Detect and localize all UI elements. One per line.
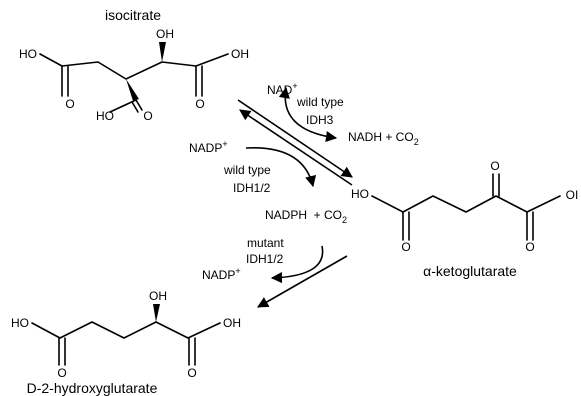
idh12-enzyme-line1: wild type xyxy=(223,163,271,177)
isocitrate-carboxyl-o-bond xyxy=(135,99,143,111)
reverse-reaction-arrow xyxy=(239,109,353,186)
nadp-plus-label: NADP+ xyxy=(189,139,228,155)
idh3-enzyme-line1: wild type xyxy=(296,95,344,109)
mutant-enzyme-line2: IDH1/2 xyxy=(246,252,284,266)
idh3-cofactor-arrow xyxy=(278,86,338,143)
d2hg-ho-left: HO xyxy=(11,316,29,330)
akg-o-keto: O xyxy=(490,159,499,173)
akg-backbone-bond xyxy=(371,195,561,213)
mutant-enzyme-line1: mutant xyxy=(247,236,284,250)
isocitrate-oh-right: OH xyxy=(231,47,249,61)
isocitrate-ho-left: HO xyxy=(19,47,37,61)
akg-o-left: O xyxy=(401,240,410,254)
nadh-co2-label: NADH + CO2 xyxy=(348,130,419,147)
mutant-reaction-arrow xyxy=(257,255,348,308)
alpha-ketoglutarate-label: α-ketoglutarate xyxy=(423,263,517,279)
alpha-ketoglutarate-molecule: HO O O OI O α-ketoglutarate xyxy=(351,159,578,279)
d2hg-label: D-2-hydroxyglutarate xyxy=(27,380,158,396)
idh12-labels: NADP+ wild type IDH1/2 NADPH + CO2 xyxy=(189,139,347,225)
isocitrate-wedge-bond-top xyxy=(159,42,166,62)
d2hg-backbone-bond xyxy=(31,321,221,339)
akg-ho-left: HO xyxy=(351,187,369,201)
d2hg-molecule: OH HO OH O O D-2-hydroxyglutarate xyxy=(11,289,241,396)
isocitrate-o-right: O xyxy=(195,97,204,111)
d2hg-o-right: O xyxy=(187,366,196,380)
akg-oh-right: OI xyxy=(566,188,579,202)
mutant-cofactor-arrow xyxy=(270,245,324,284)
isocitrate-carboxyl-o-bond-2 xyxy=(131,101,139,113)
idh12-cofactor-arrow xyxy=(245,147,317,188)
nadp-plus-out-label: NADP+ xyxy=(202,266,241,282)
idh3-labels: NAD+ wild type IDH3 NADH + CO2 xyxy=(267,81,419,147)
isocitrate-molecule: isocitrate HO O OH HO O OH O xyxy=(19,7,249,123)
idh3-enzyme-line2: IDH3 xyxy=(306,113,334,127)
isocitrate-o-left: O xyxy=(65,97,74,111)
nadph-co2-label: NADPH + CO2 xyxy=(265,208,347,225)
d2hg-oh-top: OH xyxy=(149,289,167,303)
reaction-arrows xyxy=(237,86,353,308)
isocitrate-wedge-bond-bottom xyxy=(126,79,139,101)
isocitrate-o-bottom: O xyxy=(143,109,152,123)
d2hg-oh-right: OH xyxy=(223,316,241,330)
isocitrate-oh-top: OH xyxy=(156,27,174,41)
idh12-enzyme-line2: IDH1/2 xyxy=(233,181,271,195)
akg-o-right: O xyxy=(525,240,534,254)
nad-plus-label: NAD+ xyxy=(267,81,298,97)
d2hg-wedge-bond xyxy=(153,304,160,322)
d2hg-o-left: O xyxy=(57,366,66,380)
isocitrate-label: isocitrate xyxy=(105,7,161,23)
mutant-labels: mutant IDH1/2 NADP+ xyxy=(202,236,284,282)
